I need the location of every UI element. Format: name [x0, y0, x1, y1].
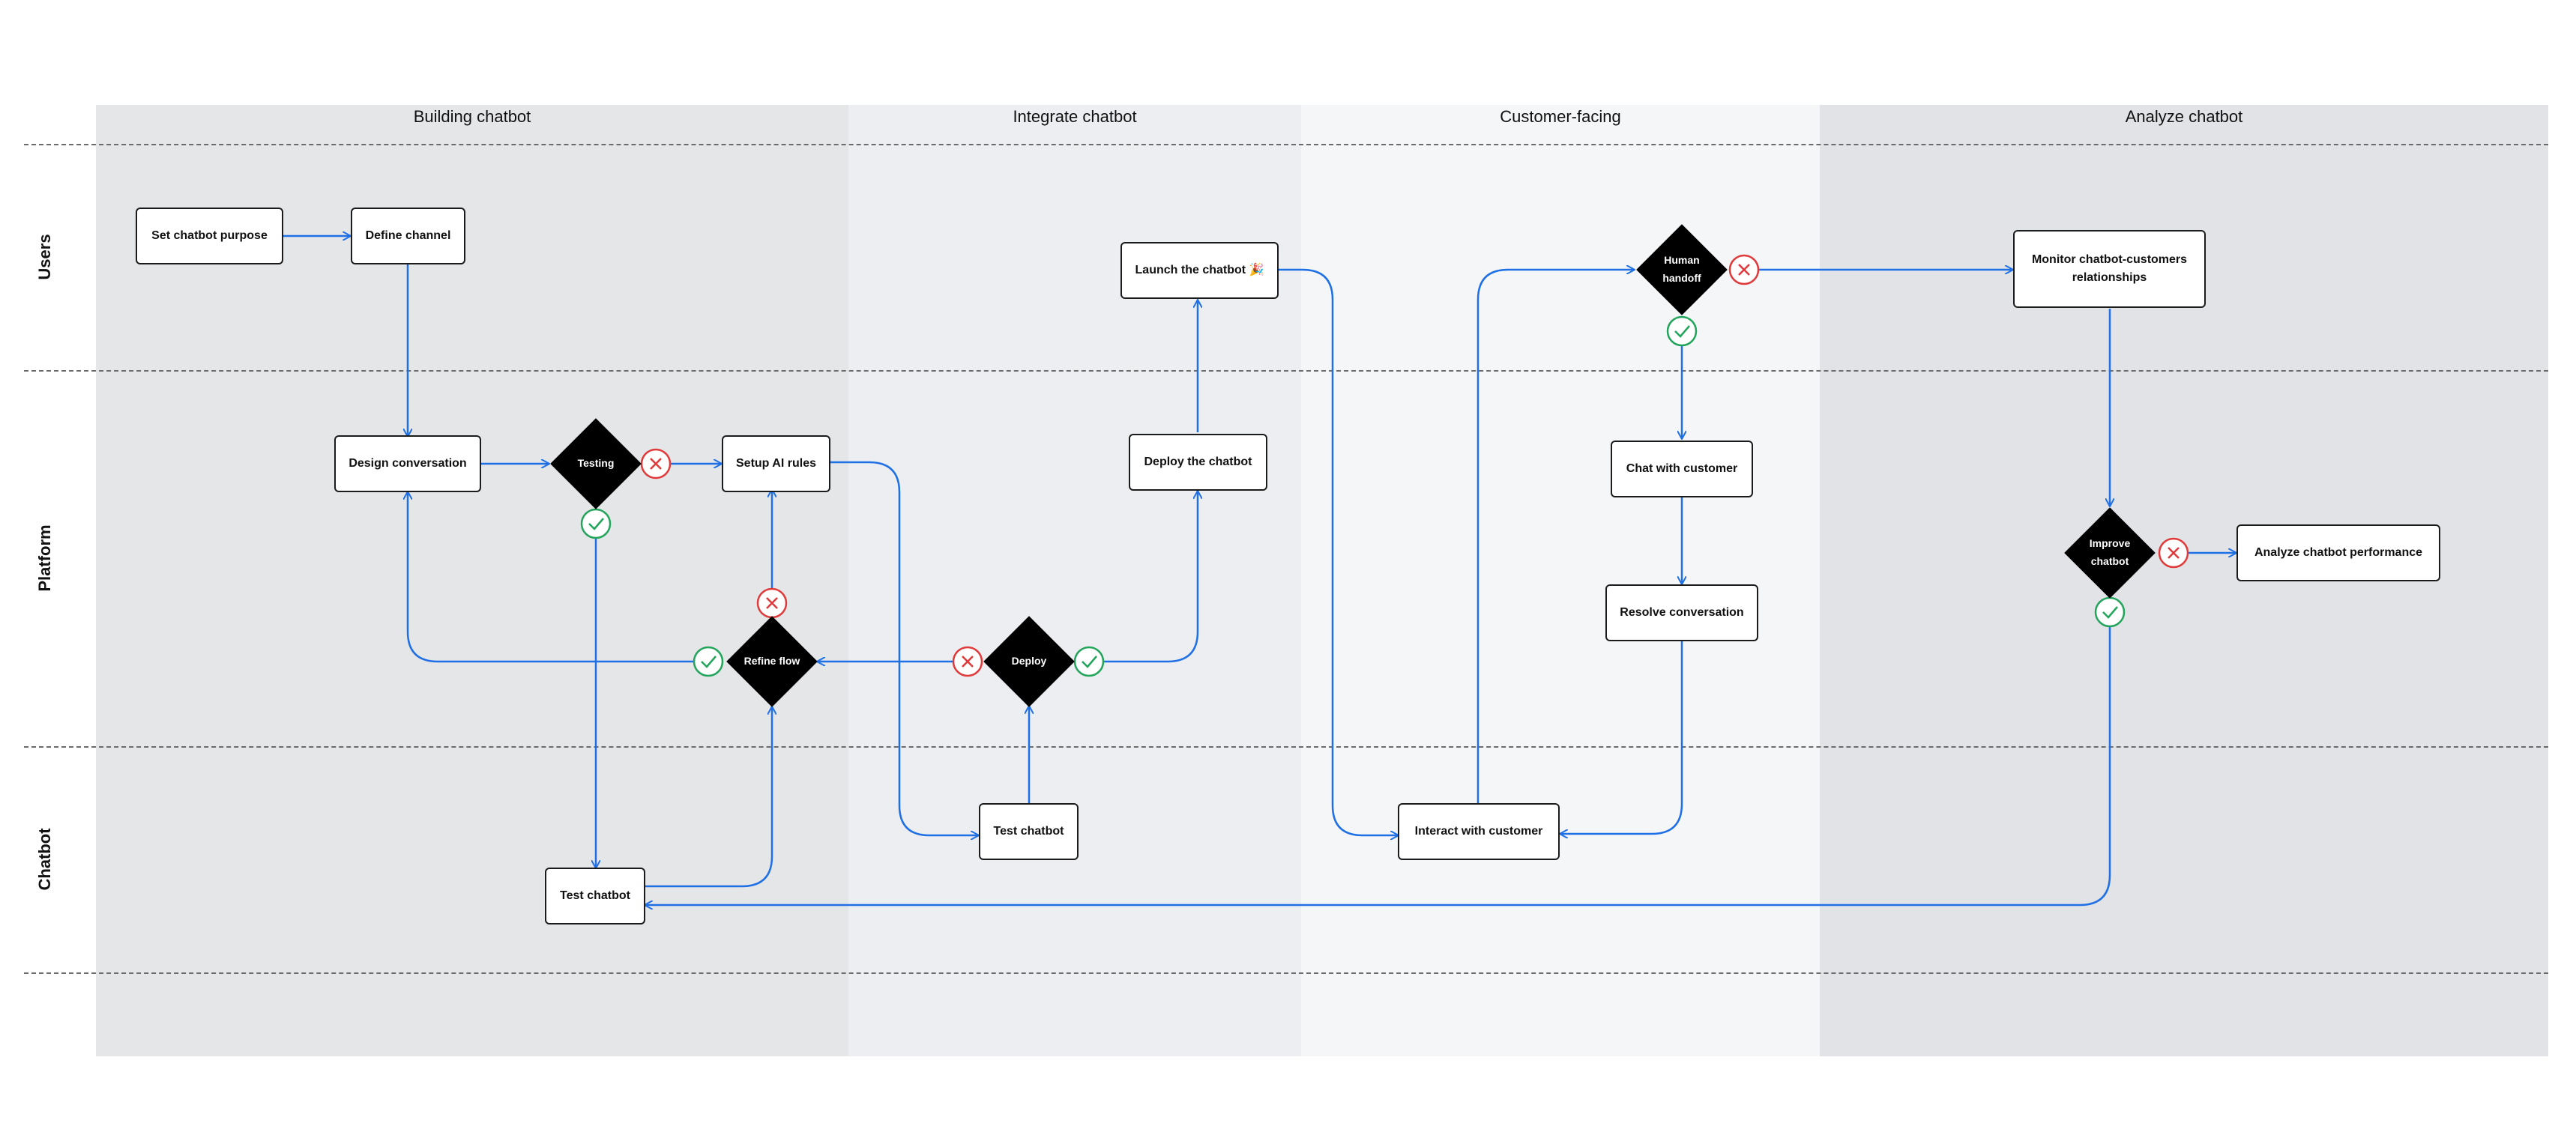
node-test-chatbot-integrate[interactable]: Test chatbot: [979, 803, 1079, 860]
decision-refine-flow-label: Refine flow: [743, 655, 800, 668]
edge-refine-pass-to-design: [408, 491, 693, 663]
edge-launch-to-interact: [1279, 268, 1399, 835]
phase-title-customer-facing: Customer-facing: [1500, 107, 1621, 126]
node-analyze-performance[interactable]: Analyze chatbot performance: [2236, 524, 2440, 581]
check-circle-icon: [693, 646, 724, 677]
phase-title-analyze: Analyze chatbot: [2125, 107, 2243, 126]
node-design-conversation[interactable]: Design conversation: [334, 435, 481, 492]
phase-title-building: Building chatbot: [413, 107, 531, 126]
decision-deploy-label: Deploy: [1011, 655, 1047, 668]
check-circle-icon: [1666, 315, 1698, 347]
phase-title-integrate: Integrate chatbot: [1013, 107, 1137, 126]
check-circle-icon: [1073, 646, 1105, 677]
node-monitor-relationships[interactable]: Monitor chatbot-customers relationships: [2013, 230, 2206, 308]
success-markers: [580, 315, 2126, 677]
lane-divider: [24, 746, 2548, 748]
edge-deploy-pass-to-deploy-chatbot: [1104, 491, 1198, 663]
node-resolve-conversation[interactable]: Resolve conversation: [1605, 584, 1758, 641]
decision-human-handoff-label: Human handoff: [1662, 254, 1701, 284]
node-define-channel[interactable]: Define channel: [351, 208, 465, 264]
node-setup-ai-rules[interactable]: Setup AI rules: [722, 435, 830, 492]
node-interact-with-customer[interactable]: Interact with customer: [1398, 803, 1560, 860]
x-circle-icon: [2158, 537, 2189, 569]
node-chat-with-customer[interactable]: Chat with customer: [1611, 441, 1753, 497]
x-circle-icon: [1728, 254, 1760, 285]
node-deploy-the-chatbot[interactable]: Deploy the chatbot: [1129, 434, 1267, 491]
x-circle-icon: [952, 646, 983, 677]
lane-divider: [24, 370, 2548, 372]
node-test-chatbot-build[interactable]: Test chatbot: [545, 868, 645, 924]
check-circle-icon: [580, 508, 612, 539]
edge-interact-to-handoff: [1476, 270, 1635, 808]
lane-divider: [24, 144, 2548, 145]
node-launch-the-chatbot[interactable]: Launch the chatbot 🎉: [1120, 242, 1279, 299]
edge-improve-pass-to-test: [645, 627, 2111, 905]
x-circle-icon: [640, 448, 672, 479]
x-circle-icon: [756, 587, 788, 619]
decision-improve-chatbot-label: Improve chatbot: [2089, 537, 2131, 567]
edge-rules-to-test: [830, 461, 979, 835]
node-set-chatbot-purpose[interactable]: Set chatbot purpose: [136, 208, 283, 264]
edge-test-to-refine: [645, 706, 772, 888]
decision-testing-label: Testing: [577, 457, 615, 470]
failure-markers: [640, 254, 2189, 677]
check-circle-icon: [2094, 596, 2126, 628]
lane-divider: [24, 972, 2548, 974]
edge-resolve-to-interact: [1560, 641, 1683, 834]
